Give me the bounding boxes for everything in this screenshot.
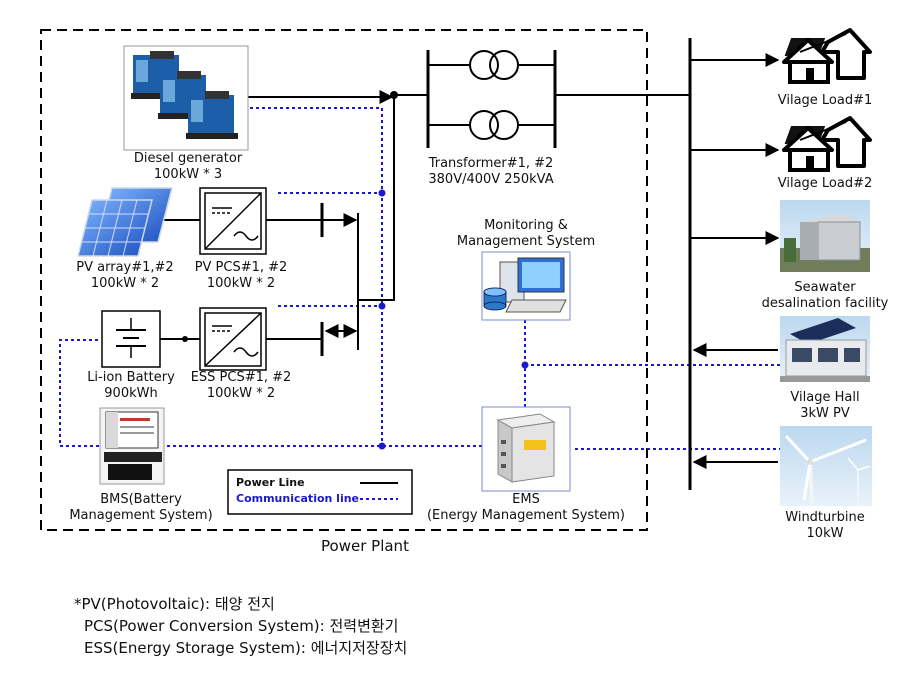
battery-capacity: 900kWh <box>104 386 158 401</box>
battery-label: Li-ion Battery 900kWh <box>66 370 196 402</box>
monitoring-name: Monitoring & <box>484 218 568 233</box>
battery-name: Li-ion Battery <box>87 370 175 385</box>
village-hall-photo <box>780 316 870 382</box>
diesel-generator-label: Diesel generator 100kW * 3 <box>108 151 268 183</box>
pv-array-name: PV array#1,#2 <box>76 260 174 275</box>
legend-power-line: Power Line <box>236 476 305 489</box>
ems-device-icon <box>481 406 571 492</box>
seawater-label: Seawater desalination facility <box>752 280 898 312</box>
seawater-name: Seawater <box>794 280 856 295</box>
seawater-desalination-photo <box>780 200 870 272</box>
transformer-label: Transformer#1, #2 380V/400V 250kVA <box>412 156 570 188</box>
pv-pcs-label: PV PCS#1, #2 100kW * 2 <box>176 260 306 292</box>
ems-name: EMS <box>512 492 540 507</box>
diesel-generator-name: Diesel generator <box>133 151 243 166</box>
monitoring-label: Monitoring & Management System <box>440 218 612 250</box>
bms-fullname: Management System) <box>69 508 213 523</box>
pv-array-rating: 100kW * 2 <box>90 276 160 291</box>
village-hall-name: Vilage Hall <box>790 390 860 405</box>
monitoring-fullname: Management System <box>456 234 596 249</box>
village-house-2-icon <box>782 116 872 172</box>
note-ess: ESS(Energy Storage System): 에너지저장장치 <box>84 639 408 657</box>
battery-junction <box>182 336 188 342</box>
pv-array-icon <box>77 187 173 257</box>
ess-pcs-label: ESS PCS#1, #2 100kW * 2 <box>172 370 310 402</box>
ess-pcs-icon <box>199 307 267 371</box>
windturbine-label: Windturbine 10kW <box>770 510 880 542</box>
power-plant-label: Power Plant <box>321 537 409 555</box>
bms-label: BMS(Battery Management System) <box>56 492 226 524</box>
pv-pcs-name: PV PCS#1, #2 <box>194 260 288 275</box>
seawater-fullname: desalination facility <box>761 296 889 311</box>
village-load-1-name: Vilage Load#1 <box>777 93 873 108</box>
legend-box <box>227 469 413 515</box>
transformer-1-icon <box>469 50 519 80</box>
village-house-1-icon <box>782 28 872 84</box>
transformer-name: Transformer#1, #2 <box>428 156 554 171</box>
transformer-2-icon <box>469 110 519 140</box>
windturbine-photo <box>780 426 872 507</box>
ems-label: EMS (Energy Management System) <box>420 492 632 524</box>
battery-icon <box>101 310 161 368</box>
pv-array-label: PV array#1,#2 100kW * 2 <box>50 260 200 292</box>
monitoring-computer-icon <box>481 251 571 321</box>
communication-nodes <box>378 189 529 450</box>
pv-pcs-rating: 100kW * 2 <box>206 276 276 291</box>
bus-junction <box>390 91 398 99</box>
legend-communication-line: Communication line <box>236 492 360 505</box>
abbreviation-notes: *PV(Photovoltaic): 태양 전지 PCS(Power Conve… <box>74 593 407 659</box>
village-hall-label: Vilage Hall 3kW PV <box>770 390 880 422</box>
village-load-2-label: Vilage Load#2 <box>770 176 880 192</box>
diesel-generator-icon <box>123 45 249 151</box>
power-lines <box>155 38 780 490</box>
pv-pcs-icon <box>199 187 267 255</box>
bms-name: BMS(Battery <box>100 492 182 507</box>
windturbine-name: Windturbine <box>785 510 865 525</box>
ems-fullname: (Energy Management System) <box>426 508 626 523</box>
note-pcs: PCS(Power Conversion System): 전력변환기 <box>84 617 399 635</box>
windturbine-rating: 10kW <box>806 526 844 541</box>
bms-computer-icon <box>99 407 165 485</box>
transformer-rating: 380V/400V 250kVA <box>428 172 554 187</box>
village-hall-rating: 3kW PV <box>800 406 850 421</box>
village-load-2-name: Vilage Load#2 <box>777 176 873 191</box>
village-load-1-label: Vilage Load#1 <box>770 93 880 109</box>
ess-pcs-rating: 100kW * 2 <box>206 386 276 401</box>
ess-pcs-name: ESS PCS#1, #2 <box>190 370 292 385</box>
note-pv: *PV(Photovoltaic): 태양 전지 <box>74 595 275 613</box>
power-plant-boundary <box>40 29 648 531</box>
diesel-generator-rating: 100kW * 3 <box>153 167 223 182</box>
